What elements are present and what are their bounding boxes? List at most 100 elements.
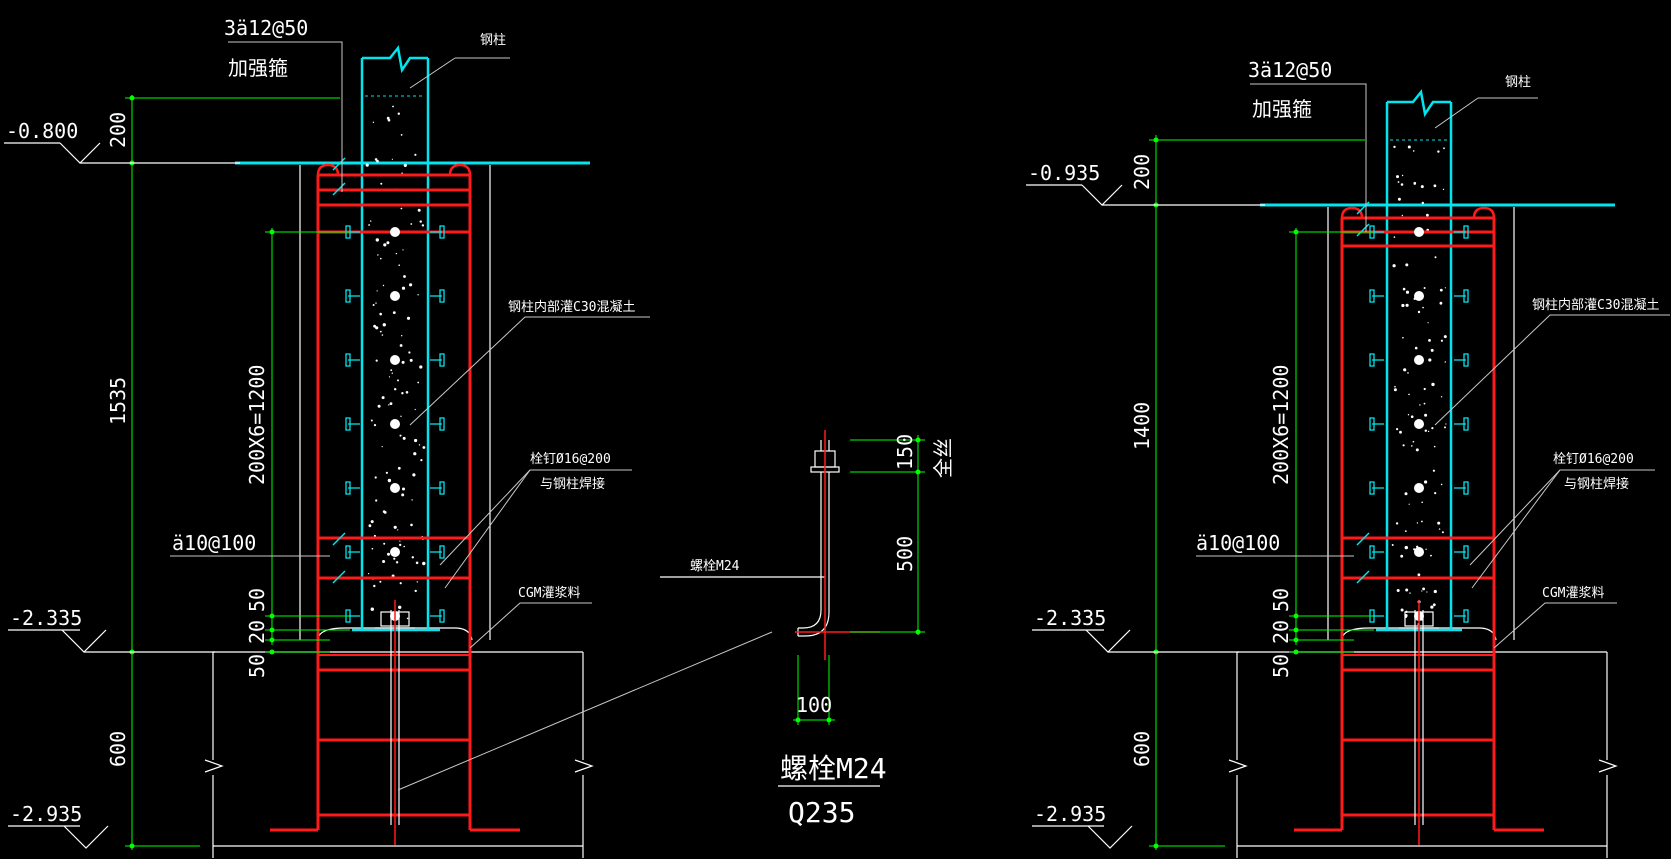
concrete-speck <box>417 208 421 212</box>
stud-dots <box>390 227 400 621</box>
concrete-speck <box>406 617 409 620</box>
concrete-speck <box>1405 303 1409 307</box>
stud-head <box>1463 353 1469 367</box>
elevation-top: -0.935 <box>1028 161 1100 185</box>
stud-head <box>439 609 445 623</box>
concrete-speck <box>380 182 383 185</box>
concrete-speck <box>1426 213 1429 217</box>
dim-150: 150 <box>893 434 917 470</box>
stud-head <box>1369 545 1375 559</box>
concrete-speck <box>402 436 406 440</box>
concrete-speck <box>421 224 425 227</box>
dim-600: 600 <box>106 731 130 767</box>
concrete-speck <box>1432 603 1436 607</box>
concrete-speck <box>402 249 404 251</box>
concrete-speck <box>401 493 405 497</box>
concrete-speck <box>1407 414 1410 416</box>
concrete-speck <box>1423 287 1426 289</box>
concrete-speck <box>370 520 374 524</box>
concrete-speck <box>387 478 392 483</box>
stud-head <box>1463 481 1469 495</box>
concrete-speck <box>370 419 373 422</box>
concrete-speck <box>1419 404 1421 406</box>
stud-head <box>345 353 351 367</box>
concrete-speck <box>1399 430 1402 434</box>
concrete-speck <box>414 589 417 593</box>
concrete-speck <box>1412 440 1415 443</box>
concrete-speck <box>382 560 386 563</box>
concrete-speck <box>1423 402 1426 405</box>
concrete-speck <box>410 223 413 225</box>
dim-20: 20 <box>245 620 269 644</box>
stud-head <box>1463 289 1469 303</box>
dim-total: 1400 <box>1130 402 1154 450</box>
concrete-speck <box>1394 385 1396 388</box>
concrete-speck <box>385 471 388 474</box>
stud-head <box>439 353 445 367</box>
dim-50-upper: 50 <box>245 588 269 612</box>
stud-head <box>1369 481 1375 495</box>
stud-head <box>439 289 445 303</box>
concrete-speck <box>401 392 404 395</box>
elevation-markers <box>4 142 240 849</box>
stud-head <box>1369 417 1375 431</box>
concrete-speck <box>379 580 382 583</box>
concrete-speck <box>403 545 406 548</box>
stirrup-label: 3ä12@50 <box>224 16 308 40</box>
concrete-speck <box>1413 181 1417 185</box>
dim-50-upper: 50 <box>1269 588 1293 612</box>
concrete-speck <box>370 220 372 222</box>
concrete-speck <box>411 499 413 501</box>
concrete-speck <box>1431 382 1435 387</box>
concrete-speck <box>382 284 385 287</box>
concrete-speck <box>420 459 423 462</box>
concrete-speck <box>381 334 384 336</box>
concrete-speck <box>1393 388 1397 392</box>
concrete-speck <box>403 275 406 278</box>
bolt-title: 螺栓M24 <box>780 752 887 785</box>
concrete-speck <box>1396 175 1399 179</box>
concrete-speck <box>398 605 402 609</box>
concrete-speck <box>411 556 414 559</box>
concrete-speck <box>388 404 390 406</box>
concrete-speck <box>380 257 382 260</box>
concrete-speck <box>383 243 387 247</box>
rebar-cage <box>1294 206 1544 832</box>
shear-studs <box>345 225 445 623</box>
concrete-speck <box>399 344 403 347</box>
concrete-speck <box>419 365 423 369</box>
concrete-speck <box>415 561 419 565</box>
concrete-speck <box>1417 573 1421 577</box>
stud-head <box>1463 225 1469 239</box>
dimension-lines <box>125 95 350 850</box>
concrete-speck <box>373 424 377 427</box>
concrete-speck <box>1433 589 1437 594</box>
stud-head <box>345 289 351 303</box>
concrete-speck <box>422 446 426 449</box>
dim-spacing: 200X6=1200 <box>245 365 269 485</box>
concrete-speck <box>393 557 396 560</box>
concrete-speck <box>422 561 426 566</box>
concrete-speck <box>1393 236 1396 238</box>
concrete-speck <box>1408 503 1410 505</box>
concrete-speck <box>375 499 378 502</box>
concrete-speck <box>1412 150 1415 152</box>
concrete-speck <box>1395 522 1399 525</box>
concrete-speck <box>1427 430 1430 433</box>
concrete-speck <box>375 326 379 330</box>
concrete-speck <box>1432 469 1435 472</box>
concrete-speck <box>1397 197 1401 201</box>
concrete-speck <box>374 476 377 479</box>
column-label: 钢柱 <box>1505 75 1531 90</box>
concrete-speck <box>1424 480 1428 484</box>
stud-label: 栓钉Ø16@200 <box>530 452 611 467</box>
concrete-speck <box>1396 428 1399 431</box>
concrete-speck <box>399 543 402 547</box>
concrete-speck <box>1403 368 1407 372</box>
concrete-speck <box>393 525 397 529</box>
stirrup-label: 3ä12@50 <box>1248 58 1332 82</box>
dim-200: 200 <box>106 112 130 148</box>
concrete-speck <box>401 335 403 337</box>
concrete-speck <box>1427 322 1429 324</box>
tie-label: ä10@100 <box>172 531 256 555</box>
